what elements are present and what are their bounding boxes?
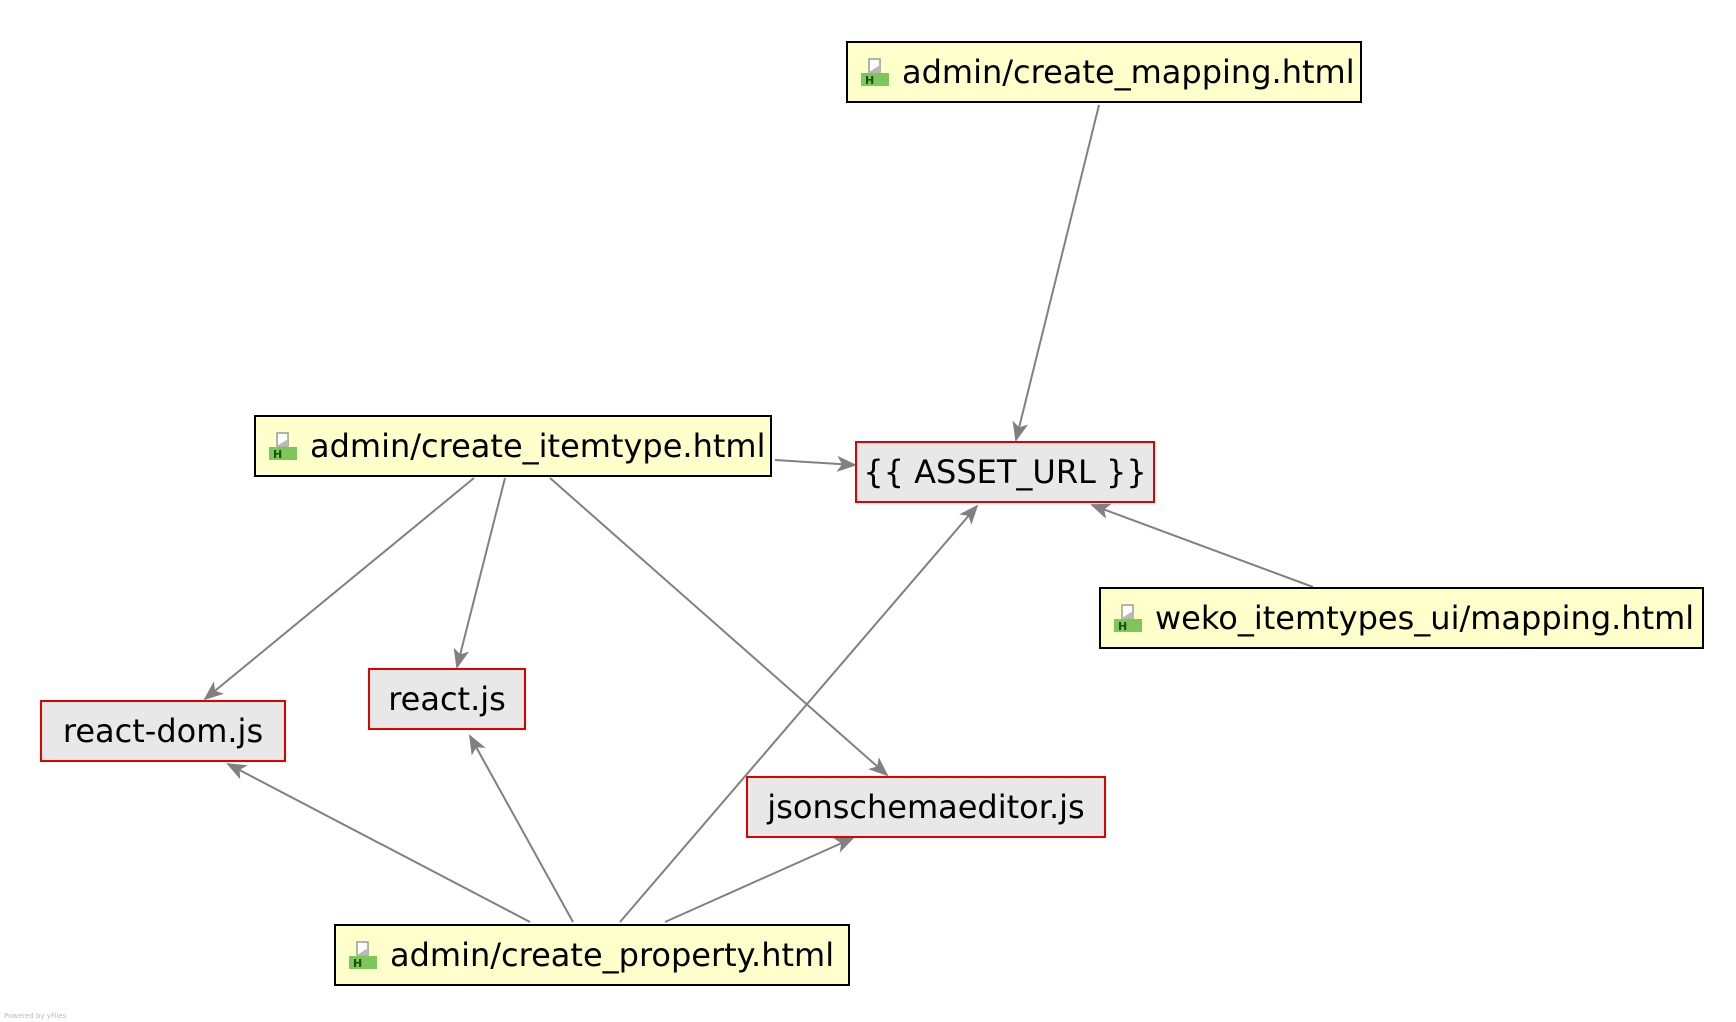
node-jsonschemaeditor-js[interactable]: jsonschemaeditor.js	[746, 776, 1106, 838]
node-create-mapping[interactable]: H admin/create_mapping.html	[846, 41, 1362, 103]
edge-create-property-to-jsonschemaeditor	[664, 837, 855, 923]
edge-create-itemtype-to-jsonschemaeditor	[549, 477, 889, 777]
edge-mapping-ui-to-asset-url	[1090, 503, 1314, 588]
node-label: admin/create_itemtype.html	[310, 427, 766, 465]
html-file-icon: H	[349, 941, 377, 970]
edge-create-mapping-to-asset-url	[1012, 104, 1100, 442]
edge-create-property-to-react-dom	[226, 763, 531, 923]
svg-text:H: H	[1118, 620, 1127, 633]
edge-create-property-to-react	[469, 734, 574, 923]
powered-by-note: Powered by yFiles	[4, 1012, 67, 1020]
node-create-itemtype[interactable]: H admin/create_itemtype.html	[254, 415, 772, 477]
node-label: weko_itemtypes_ui/mapping.html	[1155, 599, 1695, 637]
svg-text:H: H	[865, 74, 874, 87]
node-create-property[interactable]: H admin/create_property.html	[334, 924, 850, 986]
node-label: {{ ASSET_URL }}	[863, 453, 1147, 491]
node-label: jsonschemaeditor.js	[767, 788, 1085, 826]
edge-create-itemtype-to-react	[453, 477, 506, 669]
node-label: admin/create_property.html	[390, 936, 835, 974]
html-file-icon: H	[269, 432, 297, 461]
html-file-icon: H	[861, 58, 889, 87]
html-file-icon: H	[1114, 604, 1142, 633]
svg-text:H: H	[353, 957, 362, 970]
node-label: react.js	[388, 680, 506, 718]
svg-text:H: H	[273, 448, 282, 461]
node-weko-itemtypes-ui-mapping[interactable]: H weko_itemtypes_ui/mapping.html	[1099, 587, 1704, 649]
node-react-dom-js[interactable]: react-dom.js	[40, 700, 286, 762]
edge-create-itemtype-to-asset-url	[774, 455, 857, 472]
node-label: react-dom.js	[62, 712, 264, 750]
edge-create-itemtype-to-react-dom	[203, 477, 475, 701]
node-react-js[interactable]: react.js	[368, 668, 526, 730]
node-asset-url[interactable]: {{ ASSET_URL }}	[855, 441, 1155, 503]
node-label: admin/create_mapping.html	[902, 53, 1355, 91]
edge-create-property-to-asset-url	[619, 504, 979, 923]
edges-layer	[203, 104, 1314, 923]
